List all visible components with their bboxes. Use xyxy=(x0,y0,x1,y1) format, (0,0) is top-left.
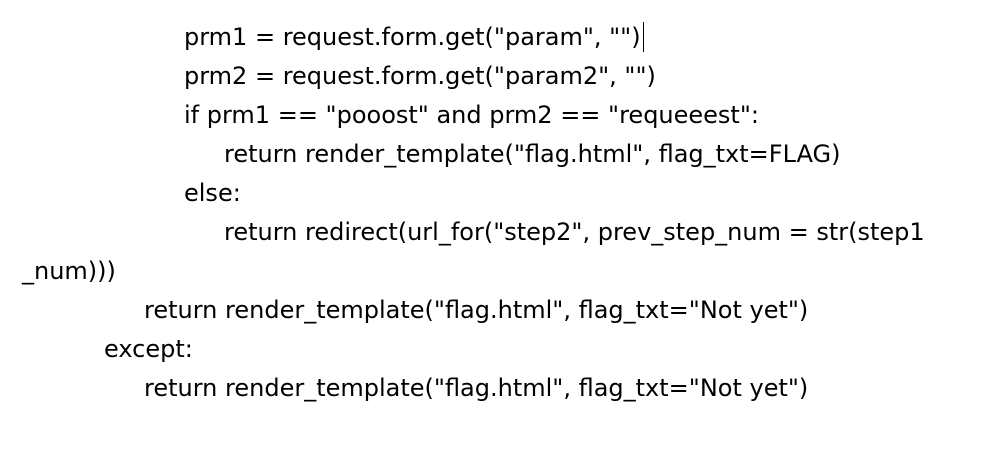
code-text: prm1 = request.form.get("param", "") xyxy=(184,23,641,51)
code-line-7: _num))) xyxy=(22,257,116,285)
text-caret xyxy=(642,22,644,52)
code-line-8: return render_template("flag.html", flag… xyxy=(144,296,809,324)
code-line-2: prm2 = request.form.get("param2", "") xyxy=(184,62,656,90)
code-line-5: else: xyxy=(184,179,241,207)
code-line-3: if prm1 == "pooost" and prm2 == "requeee… xyxy=(184,101,759,129)
code-line-4: return render_template("flag.html", flag… xyxy=(224,140,841,168)
code-line-1: prm1 = request.form.get("param", "") xyxy=(184,22,644,52)
code-line-9: except: xyxy=(104,335,193,363)
code-line-10: return render_template("flag.html", flag… xyxy=(144,374,809,402)
code-line-6: return redirect(url_for("step2", prev_st… xyxy=(224,218,925,246)
